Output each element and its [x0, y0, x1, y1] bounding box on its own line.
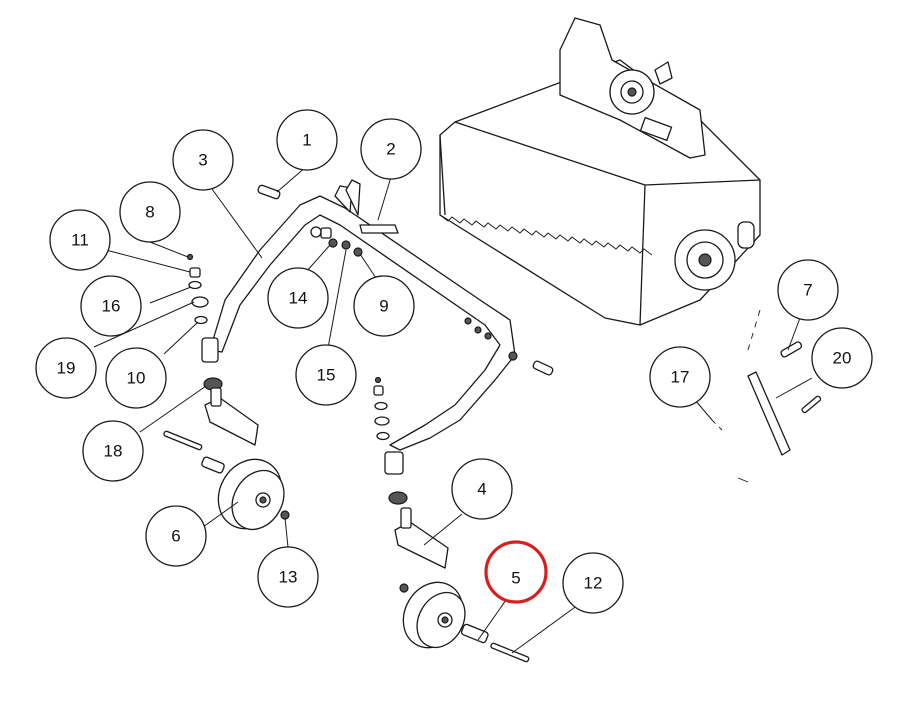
- callout-label: 9: [379, 297, 388, 316]
- callout-label: 6: [171, 527, 180, 546]
- callout-5: 5: [484, 540, 548, 604]
- callout-label: 11: [71, 231, 89, 250]
- callout-10: 10: [105, 347, 167, 409]
- wheel-right: [402, 581, 466, 649]
- callout-13: 13: [257, 546, 319, 608]
- callout-11: 11: [49, 209, 111, 271]
- callout-6: 6: [145, 505, 207, 567]
- callout-label: 16: [102, 297, 121, 316]
- callout-label: 20: [833, 349, 852, 368]
- callout-label: 14: [289, 289, 308, 308]
- callout-label: 3: [198, 151, 207, 170]
- mower-deck: [439, 17, 761, 326]
- callout-18: 18: [82, 420, 144, 482]
- hardware: [163, 184, 822, 663]
- callout-19: 19: [35, 337, 97, 399]
- callout-label: 2: [386, 140, 395, 159]
- callout-label: 1: [302, 131, 311, 150]
- callout-label: 5: [511, 569, 520, 588]
- callout-label: 15: [317, 366, 336, 385]
- callout-20: 20: [811, 327, 873, 389]
- callout-label: 4: [477, 480, 486, 499]
- callout-2: 2: [360, 118, 422, 180]
- callout-label: 8: [145, 203, 154, 222]
- callout-8: 8: [119, 181, 181, 243]
- callout-label: 18: [104, 442, 123, 461]
- callout-label: 12: [584, 574, 603, 593]
- wheel-left: [217, 458, 285, 531]
- callout-15: 15: [295, 344, 357, 406]
- callout-9: 9: [353, 275, 415, 337]
- callout-label: 10: [127, 369, 146, 388]
- callout-label: 7: [803, 281, 812, 300]
- callout-1: 1: [276, 109, 338, 171]
- callout-label: 19: [57, 359, 76, 378]
- callout-17: 17: [649, 346, 711, 408]
- callout-4: 4: [451, 458, 513, 520]
- leader-lines: [93, 165, 813, 654]
- callout-12: 12: [562, 552, 624, 614]
- wheel-frame: [201, 179, 554, 475]
- callout-16: 16: [80, 275, 142, 337]
- callout-7: 7: [777, 259, 839, 321]
- callout-14: 14: [267, 267, 329, 329]
- callout-3: 3: [172, 129, 234, 191]
- callout-label: 17: [671, 368, 690, 387]
- callout-label: 13: [279, 568, 298, 587]
